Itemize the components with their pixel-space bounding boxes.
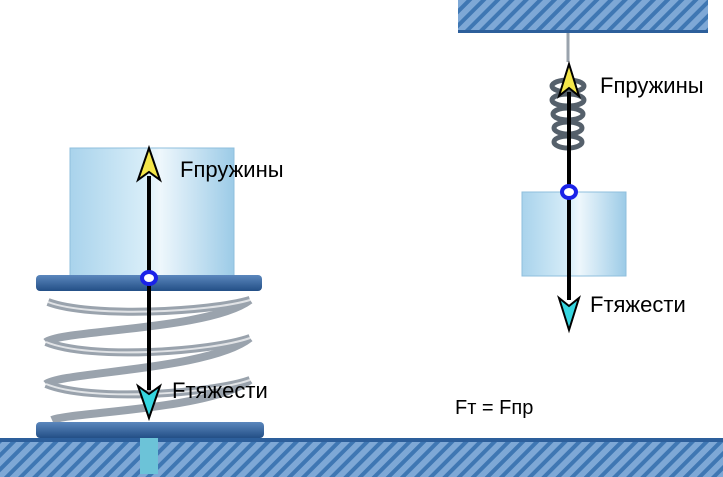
arrow-up-icon — [136, 144, 162, 183]
ground — [0, 438, 723, 477]
arrow-down-icon — [557, 295, 581, 334]
equation-label: Fт = Fпр — [455, 397, 534, 419]
ceiling — [458, 0, 708, 33]
left-bottom-plate — [36, 422, 264, 438]
spring-force-label-right: Fпружины — [600, 73, 704, 98]
point-icon — [140, 270, 158, 286]
arrow-down-icon — [136, 383, 162, 422]
gravity-force-label-left: Fтяжести — [172, 378, 268, 403]
spring-force-label-left: Fпружины — [180, 157, 284, 182]
gravity-force-label-right: Fтяжести — [590, 292, 686, 317]
right-block — [521, 191, 627, 277]
arrow-up-icon — [557, 60, 581, 99]
point-icon — [560, 184, 578, 200]
right-force-arrows — [557, 60, 581, 334]
right-assembly — [521, 33, 627, 277]
left-force-arrows — [136, 144, 162, 422]
